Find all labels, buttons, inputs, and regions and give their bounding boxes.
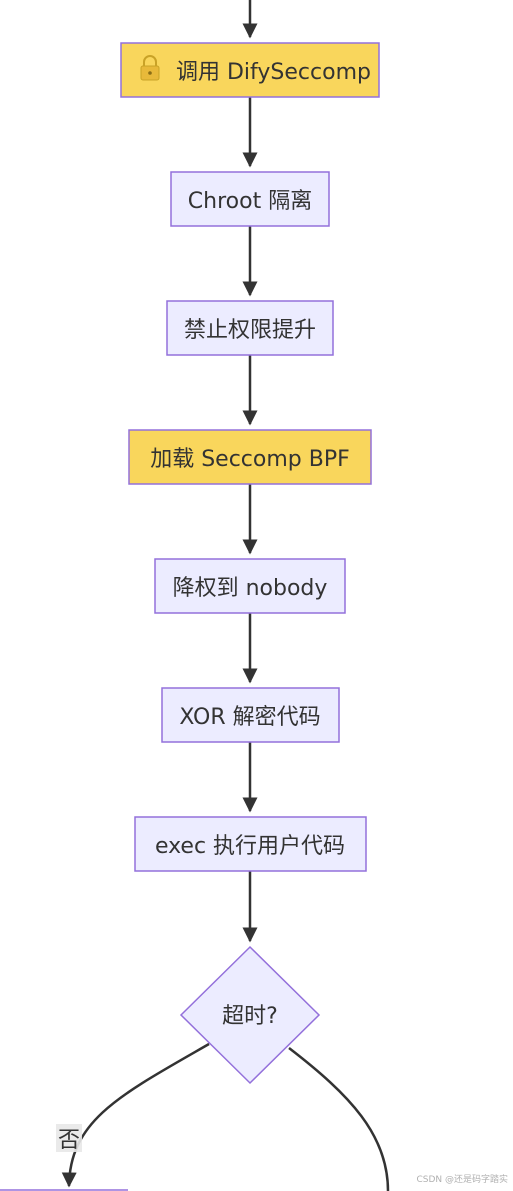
node-drop-nobody: 降权到 nobody: [154, 558, 346, 614]
node-call-seccomp-label: 调用 DifySeccomp: [176, 60, 371, 85]
node-timeout-label: 超时?: [222, 1004, 278, 1029]
edge-timeout-no: [61, 1042, 210, 1188]
node-exec-user: exec 执行用户代码: [134, 816, 367, 872]
node-xor-decrypt-label: XOR 解密代码: [179, 705, 320, 730]
node-drop-nobody-label: 降权到 nobody: [173, 576, 328, 601]
node-chroot-label: Chroot 隔离: [188, 189, 312, 214]
node-timeout: 超时?: [179, 945, 321, 1085]
edges: [61, 0, 390, 1191]
node-no-priv-label: 禁止权限提升: [184, 318, 316, 343]
node-load-bpf: 加载 Seccomp BPF: [128, 429, 372, 485]
node-xor-decrypt: XOR 解密代码: [161, 687, 340, 743]
edge-timeout-yes: [288, 1047, 390, 1191]
lock-icon: [140, 55, 160, 81]
node-load-bpf-label: 加载 Seccomp BPF: [150, 447, 350, 472]
edge-label-no: 否: [56, 1124, 82, 1153]
node-call-seccomp: 调用 DifySeccomp: [120, 42, 380, 98]
node-no-priv: 禁止权限提升: [166, 300, 334, 356]
node-exec-user-label: exec 执行用户代码: [155, 834, 345, 859]
watermark: CSDN @还是码字踏实: [416, 1173, 508, 1185]
node-chroot: Chroot 隔离: [170, 171, 330, 227]
edge-label-no-text: 否: [58, 1128, 80, 1153]
